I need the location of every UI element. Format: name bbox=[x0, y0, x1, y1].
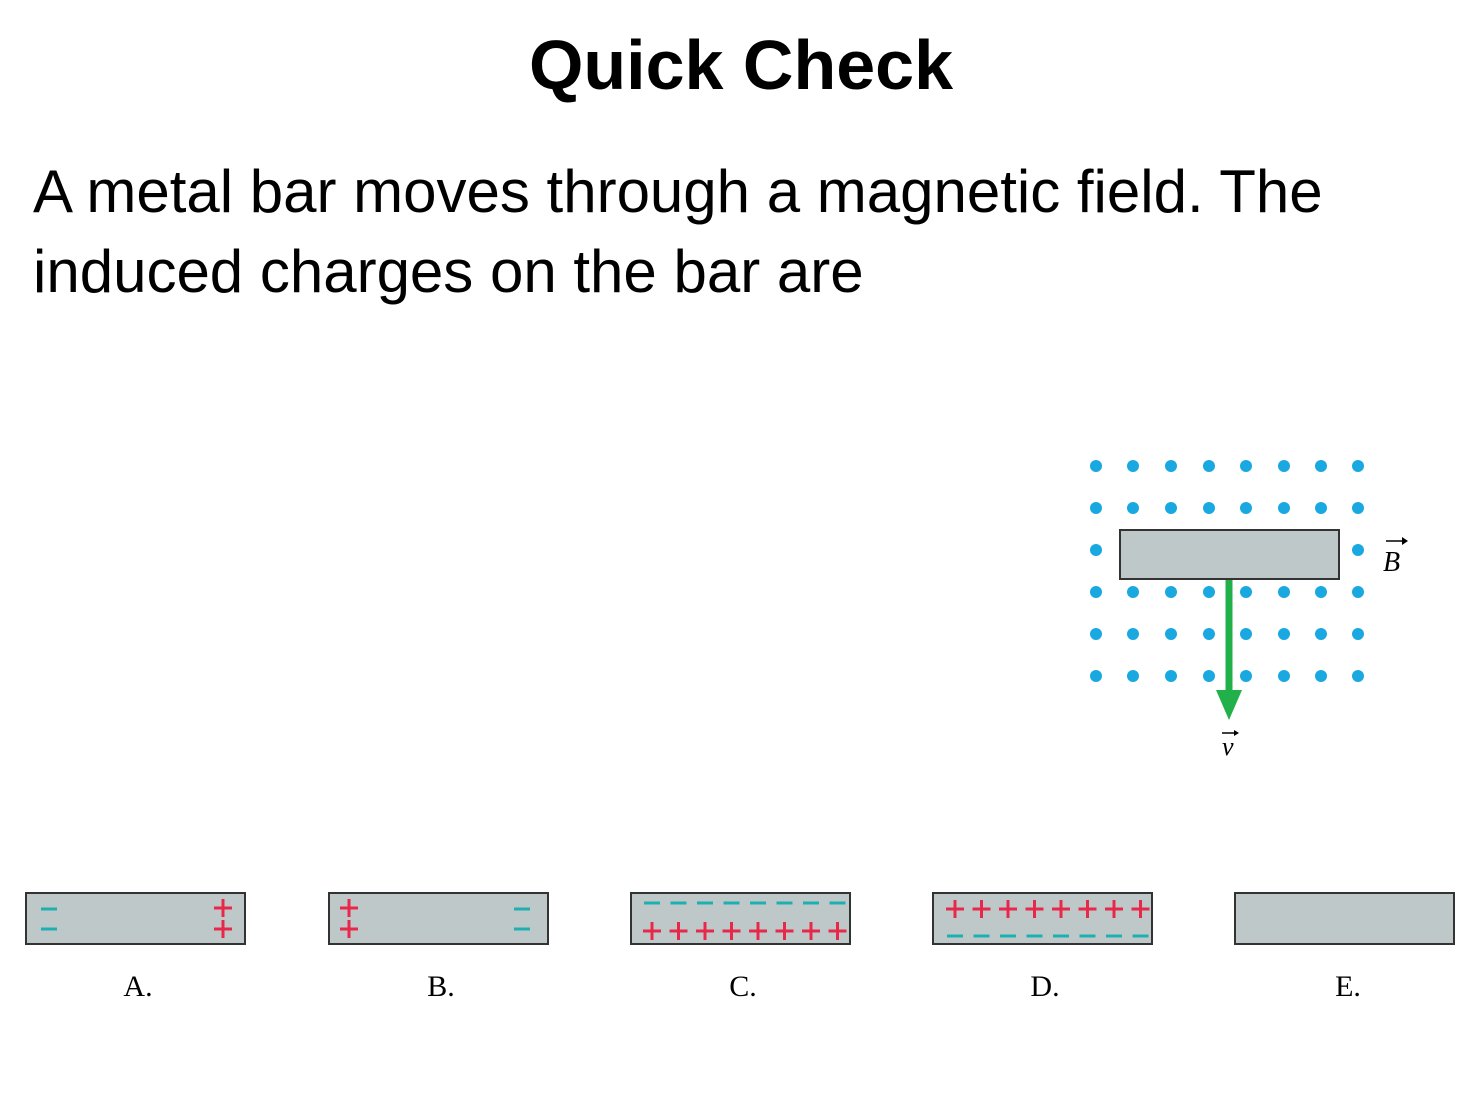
plus-sign bbox=[802, 922, 820, 940]
plus-sign bbox=[722, 922, 741, 940]
question-text: A metal bar moves through a magnetic fie… bbox=[33, 158, 1323, 305]
field-dot bbox=[1165, 586, 1177, 598]
plus-sign bbox=[999, 900, 1017, 918]
field-dot bbox=[1203, 502, 1215, 514]
slide-title: Quick Check bbox=[528, 26, 954, 104]
option-d-bar[interactable] bbox=[932, 892, 1153, 945]
field-dot bbox=[1278, 502, 1290, 514]
field-dot bbox=[1090, 670, 1102, 682]
field-dot bbox=[1352, 544, 1364, 556]
plus-sign bbox=[696, 922, 714, 940]
field-dot bbox=[1315, 586, 1327, 598]
field-dot bbox=[1352, 670, 1364, 682]
field-dot bbox=[1240, 670, 1252, 682]
plus-sign bbox=[643, 922, 661, 940]
field-dot bbox=[1127, 460, 1139, 472]
field-dot bbox=[1203, 670, 1215, 682]
plus-sign bbox=[1025, 900, 1044, 918]
field-label: B bbox=[1383, 537, 1408, 578]
field-dot bbox=[1203, 460, 1215, 472]
field-dot bbox=[1127, 670, 1139, 682]
option-a-label[interactable]: A. bbox=[123, 970, 153, 1003]
field-dot bbox=[1315, 460, 1327, 472]
plus-signs bbox=[946, 900, 1150, 918]
field-dot bbox=[1127, 628, 1139, 640]
plus-sign bbox=[1131, 900, 1150, 918]
plus-sign bbox=[749, 922, 767, 940]
field-label-text: B bbox=[1383, 547, 1400, 578]
plus-sign bbox=[1078, 900, 1097, 918]
field-dot bbox=[1315, 502, 1327, 514]
plus-sign bbox=[828, 922, 847, 940]
field-dot bbox=[1165, 628, 1177, 640]
field-dot bbox=[1352, 460, 1364, 472]
field-dot bbox=[1278, 670, 1290, 682]
plus-sign bbox=[775, 922, 794, 940]
plus-signs bbox=[340, 899, 358, 938]
plus-sign bbox=[972, 900, 991, 918]
plus-sign bbox=[1105, 900, 1123, 918]
field-dot bbox=[1203, 628, 1215, 640]
field-dot bbox=[1278, 628, 1290, 640]
field-dot bbox=[1315, 628, 1327, 640]
option-b-bar[interactable] bbox=[328, 892, 549, 945]
field-dot bbox=[1278, 586, 1290, 598]
metal-bar bbox=[1119, 529, 1340, 580]
velocity-arrow bbox=[1216, 580, 1242, 720]
field-dot bbox=[1165, 502, 1177, 514]
option-d-label[interactable]: D. bbox=[1030, 970, 1060, 1003]
magnetic-field-dots bbox=[1090, 460, 1364, 682]
option-e-bar[interactable] bbox=[1234, 892, 1455, 945]
field-dot bbox=[1240, 586, 1252, 598]
velocity-label-text: v bbox=[1222, 732, 1234, 761]
field-dot bbox=[1090, 586, 1102, 598]
option-a-bar[interactable] bbox=[25, 892, 246, 945]
field-dot bbox=[1352, 628, 1364, 640]
option-e-label[interactable]: E. bbox=[1335, 970, 1361, 1003]
field-dot bbox=[1090, 460, 1102, 472]
minus-signs bbox=[41, 907, 57, 931]
field-dot bbox=[1240, 502, 1252, 514]
field-dot bbox=[1127, 586, 1139, 598]
field-dot bbox=[1203, 586, 1215, 598]
option-b-label[interactable]: B. bbox=[427, 970, 455, 1003]
field-dot bbox=[1090, 628, 1102, 640]
field-dot bbox=[1165, 460, 1177, 472]
field-dot bbox=[1240, 460, 1252, 472]
field-dot bbox=[1352, 586, 1364, 598]
field-dot bbox=[1090, 502, 1102, 514]
field-dot bbox=[1352, 502, 1364, 514]
field-dot bbox=[1127, 502, 1139, 514]
plus-sign bbox=[1052, 900, 1070, 918]
option-c-bar[interactable] bbox=[630, 892, 851, 945]
option-c-label[interactable]: C. bbox=[729, 970, 757, 1003]
plus-signs bbox=[214, 899, 232, 938]
field-dot bbox=[1165, 670, 1177, 682]
field-dot bbox=[1315, 670, 1327, 682]
field-dot bbox=[1240, 628, 1252, 640]
field-dot bbox=[1090, 544, 1102, 556]
plus-sign bbox=[669, 922, 688, 940]
plus-sign bbox=[946, 900, 964, 918]
field-dot bbox=[1278, 460, 1290, 472]
minus-signs bbox=[514, 907, 530, 931]
velocity-label: v bbox=[1222, 730, 1239, 761]
plus-signs bbox=[643, 922, 847, 940]
